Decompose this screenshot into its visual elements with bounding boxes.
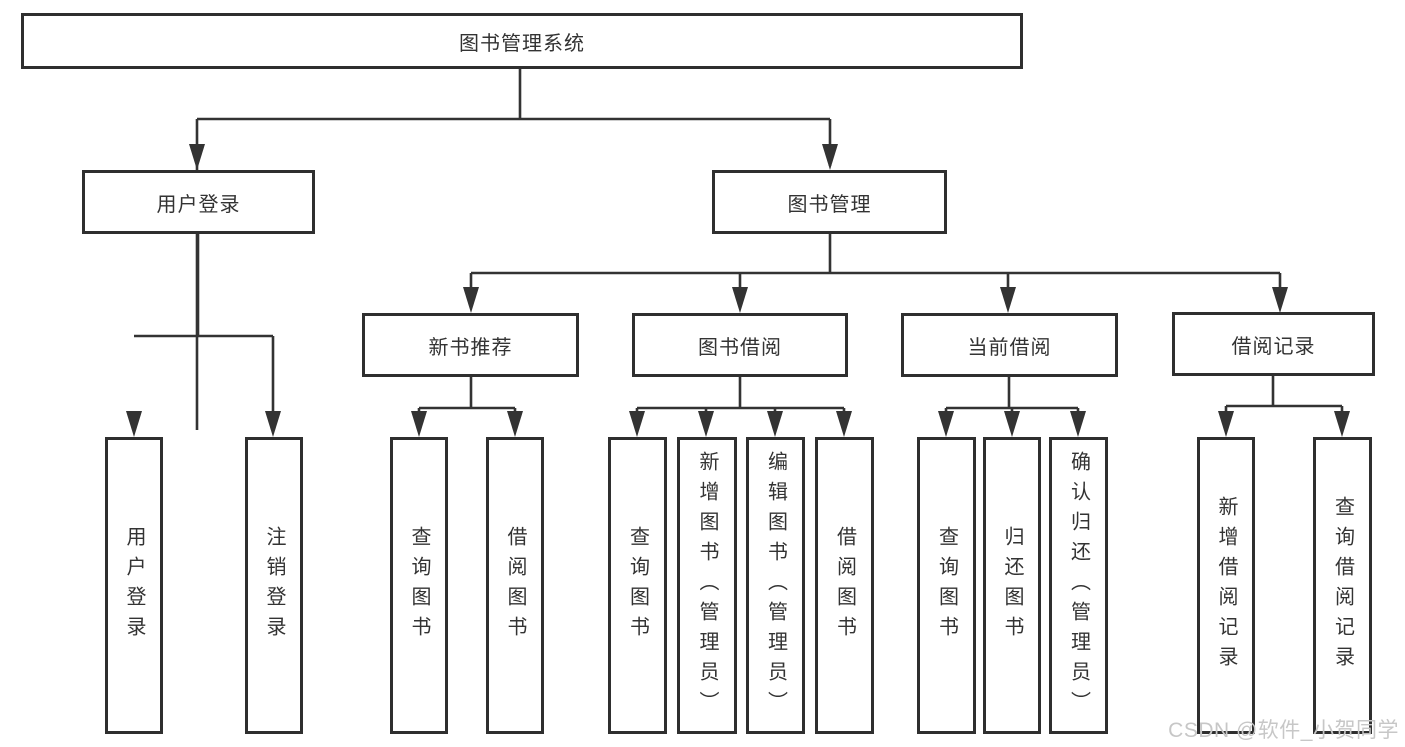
node-borrow-records: 借阅记录	[1172, 312, 1375, 376]
leaf-user-login-label: 用户登录	[123, 525, 145, 646]
leaf-borrow-query-book: 查询图书	[608, 437, 667, 734]
leaf-borrow-query-book-label: 查询图书	[626, 525, 649, 646]
node-book-borrow-label: 图书借阅	[698, 336, 782, 359]
arrowhead-down	[1070, 411, 1086, 437]
arrowhead-down	[1000, 287, 1016, 313]
arrowhead-down	[698, 411, 714, 437]
arrowhead-down	[938, 411, 954, 437]
leaf-borrow-borrow-book-label: 借阅图书	[833, 525, 856, 646]
leaf-borrow-add-book: 新增图书（管理员）	[677, 437, 737, 734]
arrowhead-down	[767, 411, 783, 437]
leaf-current-return-book: 归还图书	[983, 437, 1041, 734]
leaf-recommend-query-book: 查询图书	[390, 437, 448, 734]
leaf-recommend-borrow-book: 借阅图书	[486, 437, 544, 734]
leaf-current-query-book: 查询图书	[917, 437, 976, 734]
leaf-borrow-edit-book-label: 编辑图书（管理员）	[764, 450, 787, 721]
leaf-logout: 注销登录	[245, 437, 303, 734]
leaf-borrow-edit-book: 编辑图书（管理员）	[746, 437, 805, 734]
leaf-borrow-borrow-book: 借阅图书	[815, 437, 874, 734]
arrowhead-down	[463, 287, 479, 313]
leaf-logout-label: 注销登录	[263, 525, 285, 646]
arrowhead-down	[732, 287, 748, 313]
node-book-borrow: 图书借阅	[632, 313, 848, 377]
arrowhead-down	[1004, 411, 1020, 437]
csdn-watermark: CSDN @软件_小贺同学	[1168, 719, 1399, 742]
arrowhead-down	[629, 411, 645, 437]
leaf-borrow-add-book-label: 新增图书（管理员）	[696, 450, 718, 721]
arrowhead-down	[411, 411, 427, 437]
node-root-label: 图书管理系统	[459, 32, 585, 55]
arrowhead-down	[189, 144, 205, 170]
leaf-records-add-record-label: 新增借阅记录	[1215, 495, 1237, 676]
node-root: 图书管理系统	[21, 13, 1023, 69]
arrowhead-down	[836, 411, 852, 437]
node-new-book-recommend-label: 新书推荐	[428, 336, 513, 359]
node-book-management: 图书管理	[712, 170, 947, 234]
leaf-current-confirm-return: 确认归还（管理员）	[1049, 437, 1108, 734]
leaf-user-login: 用户登录	[105, 437, 163, 734]
node-user-login-label: 用户登录	[156, 193, 241, 216]
node-current-borrow: 当前借阅	[901, 313, 1118, 377]
leaf-records-add-record: 新增借阅记录	[1197, 437, 1255, 734]
arrowhead-down	[822, 144, 838, 170]
leaf-current-query-book-label: 查询图书	[935, 525, 958, 646]
node-new-book-recommend: 新书推荐	[362, 313, 579, 377]
arrowhead-down	[1334, 411, 1350, 437]
node-current-borrow-label: 当前借阅	[967, 336, 1052, 359]
node-user-login: 用户登录	[82, 170, 315, 234]
arrowhead-down	[265, 411, 281, 437]
leaf-recommend-borrow-book-label: 借阅图书	[504, 525, 526, 646]
leaf-current-confirm-return-label: 确认归还（管理员）	[1067, 450, 1090, 721]
leaf-records-query-record-label: 查询借阅记录	[1331, 495, 1354, 676]
leaf-current-return-book-label: 归还图书	[1001, 525, 1023, 646]
leaf-recommend-query-book-label: 查询图书	[408, 525, 430, 646]
arrowhead-down	[1218, 411, 1234, 437]
arrowhead-down	[1272, 287, 1288, 313]
node-book-management-label: 图书管理	[787, 193, 872, 216]
arrowhead-down	[507, 411, 523, 437]
arrowhead-down	[126, 411, 142, 437]
node-borrow-records-label: 借阅记录	[1231, 335, 1316, 358]
leaf-records-query-record: 查询借阅记录	[1313, 437, 1372, 734]
